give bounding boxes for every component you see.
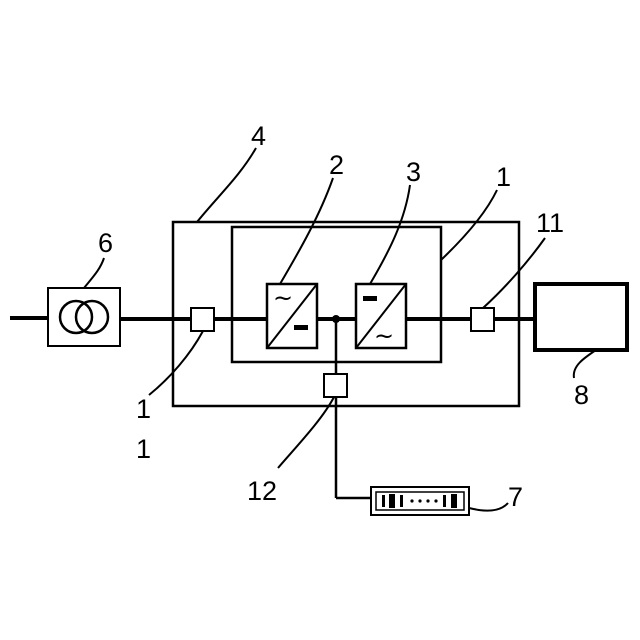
leader-3 bbox=[370, 185, 410, 284]
branch-node-square bbox=[324, 374, 347, 397]
label-1-lower: 1 bbox=[136, 434, 151, 464]
label-12: 12 bbox=[247, 476, 277, 506]
inverter-block: ~ bbox=[356, 284, 406, 350]
label-1-top: 1 bbox=[496, 162, 511, 192]
rectifier-block: ~ bbox=[267, 284, 317, 348]
leader-1-left bbox=[149, 331, 203, 395]
ac-symbol-icon: ~ bbox=[374, 322, 394, 350]
left-node-square bbox=[191, 308, 214, 331]
label-6: 6 bbox=[98, 228, 113, 258]
leader-1-top bbox=[441, 190, 497, 260]
leader-7 bbox=[469, 503, 508, 511]
ac-symbol-icon: ~ bbox=[273, 284, 293, 312]
label-8: 8 bbox=[574, 380, 589, 410]
label-11: 11 bbox=[536, 208, 564, 238]
right-node-square bbox=[471, 308, 494, 331]
leader-12 bbox=[278, 397, 334, 468]
load-block bbox=[535, 284, 627, 350]
battery-pack bbox=[371, 487, 469, 515]
label-4: 4 bbox=[251, 121, 266, 151]
leader-2 bbox=[280, 178, 333, 284]
label-2: 2 bbox=[329, 150, 344, 180]
leader-6 bbox=[84, 258, 104, 288]
dc-symbol-icon bbox=[294, 325, 308, 330]
dc-symbol-icon bbox=[363, 296, 377, 301]
label-7: 7 bbox=[508, 482, 523, 512]
label-3: 3 bbox=[406, 157, 421, 187]
leader-4 bbox=[197, 148, 256, 222]
leader-8 bbox=[574, 350, 596, 378]
label-1-left: 1 bbox=[136, 394, 151, 424]
